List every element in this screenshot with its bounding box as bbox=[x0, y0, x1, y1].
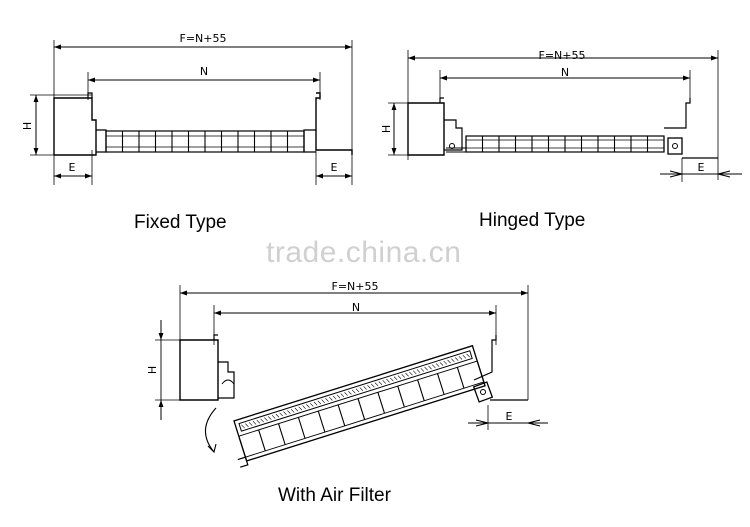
hinged-inner-dim-label: N bbox=[561, 66, 569, 79]
fixed-edge-right-label: E bbox=[331, 161, 338, 174]
filter-mesh-mark bbox=[294, 407, 299, 412]
filter-mesh-mark bbox=[268, 416, 272, 420]
filter-mesh-mark bbox=[306, 404, 310, 408]
filter-mesh-mark bbox=[390, 377, 394, 382]
filter-mesh-mark bbox=[256, 419, 261, 424]
filter-mesh-mark bbox=[409, 371, 413, 376]
fixed-inner-dim-label: N bbox=[200, 65, 208, 78]
filter-mesh-mark bbox=[432, 364, 436, 369]
fixed-overall-dim-label: F=N+55 bbox=[180, 32, 227, 45]
hinged-type-drawing bbox=[388, 50, 742, 182]
fixed-type-caption: Fixed Type bbox=[134, 212, 227, 233]
filter-mesh-mark bbox=[348, 390, 352, 395]
grille-blade bbox=[238, 436, 246, 458]
filter-mesh-mark bbox=[287, 410, 291, 414]
filter-type-caption: With Air Filter bbox=[278, 485, 391, 506]
grille-blade bbox=[317, 410, 326, 433]
hinge-swing-arc bbox=[204, 407, 217, 453]
filter-mesh-mark bbox=[397, 375, 402, 379]
filter-mesh-mark bbox=[416, 369, 421, 373]
filter-mesh-mark bbox=[359, 387, 364, 391]
filter-mesh-mark bbox=[428, 365, 432, 370]
filter-mesh-mark bbox=[363, 386, 367, 390]
filter-mesh-mark bbox=[458, 356, 463, 360]
filter-mesh-mark bbox=[344, 392, 348, 396]
filter-mesh-mark bbox=[252, 421, 257, 425]
grille-blade bbox=[337, 404, 346, 427]
filter-mesh-mark bbox=[329, 396, 333, 401]
filter-mesh-mark bbox=[462, 354, 467, 359]
filter-mesh-mark bbox=[374, 382, 379, 387]
filter-mesh-mark bbox=[466, 353, 470, 358]
grille-blade bbox=[357, 398, 366, 420]
grille-blade bbox=[456, 367, 465, 389]
hinged-overall-dim-label: F=N+55 bbox=[539, 49, 586, 62]
fixed-type-drawing bbox=[30, 40, 353, 185]
filter-mesh-mark bbox=[386, 378, 390, 383]
grille-blade bbox=[297, 417, 306, 439]
filter-mesh-mark bbox=[435, 363, 440, 367]
filter-mesh-mark bbox=[367, 384, 371, 389]
hinged-height-dim-label: H bbox=[380, 125, 393, 133]
filter-mesh-mark bbox=[447, 359, 451, 364]
filter-mesh-mark bbox=[248, 422, 253, 426]
filter-mesh-mark bbox=[290, 408, 295, 413]
filter-mesh-mark bbox=[443, 360, 448, 365]
filter-mesh-mark bbox=[317, 400, 322, 405]
grille-blade bbox=[377, 392, 386, 414]
filter-mesh-mark bbox=[260, 418, 264, 423]
filter-overall-dim-label: F=N+55 bbox=[332, 280, 379, 293]
filter-mesh-mark bbox=[405, 372, 409, 377]
filter-mesh-mark bbox=[454, 357, 459, 361]
fixed-height-dim-label: H bbox=[21, 122, 34, 130]
filter-mesh-mark bbox=[241, 424, 245, 429]
filter-mesh-mark bbox=[271, 415, 276, 419]
grille-blade bbox=[476, 360, 485, 383]
filter-mesh-mark bbox=[309, 402, 314, 407]
filter-type-drawing bbox=[155, 285, 548, 468]
filter-mesh-mark bbox=[412, 370, 417, 375]
filter-mesh-mark bbox=[439, 362, 444, 366]
grille-blade bbox=[397, 385, 405, 408]
filter-mesh-mark bbox=[279, 412, 283, 417]
filter-mesh-mark bbox=[378, 381, 383, 385]
filter-mesh-mark bbox=[313, 401, 318, 406]
grille-blade bbox=[258, 429, 266, 452]
grille-blade bbox=[278, 423, 286, 445]
filter-mesh-mark bbox=[321, 399, 325, 404]
filter-mesh-mark bbox=[424, 366, 428, 371]
filter-inner-dim-label: N bbox=[352, 301, 360, 314]
filter-mesh-mark bbox=[351, 389, 356, 394]
filter-mesh-mark bbox=[393, 376, 398, 381]
grille-blade bbox=[436, 373, 445, 395]
filter-mesh-mark bbox=[336, 394, 341, 399]
filter-edge-label: E bbox=[506, 410, 513, 423]
filter-mesh-mark bbox=[325, 398, 329, 402]
fixed-edge-left-label: E bbox=[69, 161, 76, 174]
grille-blade bbox=[417, 379, 425, 401]
filter-height-dim-label: H bbox=[146, 366, 159, 374]
filter-mesh-mark bbox=[245, 423, 249, 428]
hinged-type-caption: Hinged Type bbox=[479, 210, 586, 231]
filter-mesh-mark bbox=[332, 395, 337, 400]
filter-mesh-mark bbox=[451, 358, 455, 363]
filter-mesh-mark bbox=[275, 413, 280, 418]
filter-mesh-mark bbox=[283, 411, 287, 416]
filter-mesh-mark bbox=[371, 383, 375, 388]
filter-mesh-mark bbox=[420, 368, 425, 372]
filter-mesh-mark bbox=[264, 417, 268, 422]
filter-mesh-mark bbox=[355, 388, 360, 393]
hinged-edge-label: E bbox=[698, 161, 705, 174]
filter-mesh-mark bbox=[382, 380, 386, 384]
filter-mesh-mark bbox=[298, 406, 303, 411]
filter-mesh-mark bbox=[401, 374, 406, 378]
filter-mesh-mark bbox=[340, 393, 345, 397]
filter-mesh-mark bbox=[302, 405, 306, 410]
watermark-text: trade.china.cn bbox=[266, 236, 462, 269]
